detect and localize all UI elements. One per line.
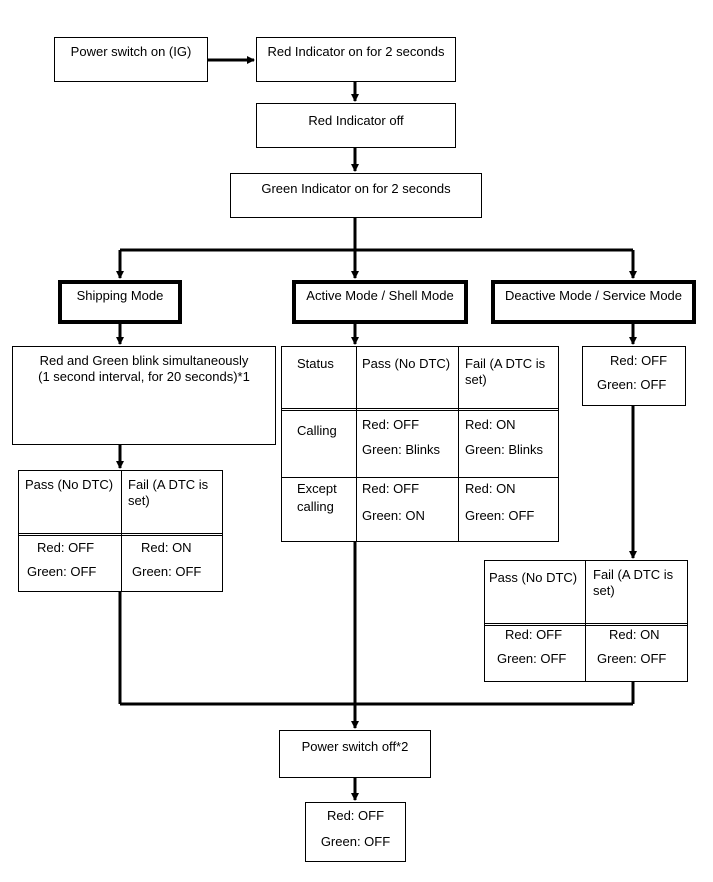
active-row1-pass-red: Red: OFF (362, 417, 420, 432)
deactive-mode-box: Deactive Mode / Service Mode (491, 280, 696, 324)
active-row1-pass-green: Green: Blinks (362, 442, 441, 457)
blink-line-1: Red and Green blink simultaneously (39, 353, 249, 368)
final-status-box: Red: OFF Green: OFF (305, 802, 406, 862)
shipping-fail-header-2: set) (128, 493, 150, 508)
shipping-pass-red: Red: OFF (37, 540, 95, 555)
red-off-label: Red Indicator off (308, 113, 404, 128)
shipping-result-table: Pass (No DTC) Fail (A DTC is set) Red: O… (18, 470, 223, 592)
power-on-label: Power switch on (IG) (70, 44, 192, 59)
active-fail-header-1: Fail (A DTC is (465, 356, 546, 371)
green-on-label: Green Indicator on for 2 seconds (261, 181, 451, 196)
deactive-green: Green: OFF (597, 377, 667, 392)
active-row1-fail-red: Red: ON (465, 417, 516, 432)
shipping-pass-green: Green: OFF (27, 564, 97, 579)
active-mode-box: Active Mode / Shell Mode (292, 280, 468, 324)
active-row2-fail-red: Red: ON (465, 481, 516, 496)
active-fail-header-2: set) (465, 372, 487, 387)
active-row2-pass-red: Red: OFF (362, 481, 420, 496)
red-on-box: Red Indicator on for 2 seconds (256, 37, 456, 82)
deactive-fail-header-1: Fail (A DTC is (593, 567, 674, 582)
deactive-pass-red: Red: OFF (505, 627, 563, 642)
red-on-label: Red Indicator on for 2 seconds (267, 44, 445, 59)
power-on-box: Power switch on (IG) (54, 37, 208, 82)
shipping-fail-red: Red: ON (141, 540, 192, 555)
active-row1-fail-green: Green: Blinks (465, 442, 544, 457)
active-row1-label: Calling (297, 423, 337, 438)
red-off-box: Red Indicator off (256, 103, 456, 148)
active-pass-header: Pass (No DTC) (362, 356, 451, 371)
shipping-fail-header-1: Fail (A DTC is (128, 477, 209, 492)
deactive-red: Red: OFF (610, 353, 668, 368)
deactive-status-box: Red: OFF Green: OFF (582, 346, 686, 406)
final-green: Green: OFF (320, 834, 391, 849)
deactive-fail-red: Red: ON (609, 627, 660, 642)
power-off-box: Power switch off*2 (279, 730, 431, 778)
green-on-box: Green Indicator on for 2 seconds (230, 173, 482, 218)
deactive-fail-green: Green: OFF (597, 651, 667, 666)
active-row2-label-2: calling (297, 499, 334, 514)
shipping-pass-header: Pass (No DTC) (25, 477, 114, 492)
deactive-pass-green: Green: OFF (497, 651, 567, 666)
active-row2-fail-green: Green: OFF (465, 508, 535, 523)
deactive-fail-header-2: set) (593, 583, 615, 598)
blink-line-2: (1 second interval, for 20 seconds)*1 (38, 369, 250, 384)
final-red: Red: OFF (326, 808, 385, 823)
active-row2-pass-green: Green: ON (362, 508, 425, 523)
active-mode-label: Active Mode / Shell Mode (306, 288, 454, 303)
shipping-mode-label: Shipping Mode (76, 288, 164, 303)
shipping-mode-box: Shipping Mode (58, 280, 182, 324)
active-status-header: Status (297, 356, 334, 371)
active-row2-label-1: Except (297, 481, 337, 496)
active-result-table: Status Pass (No DTC) Fail (A DTC is set)… (281, 346, 559, 542)
deactive-pass-header: Pass (No DTC) (489, 570, 578, 585)
power-off-label: Power switch off*2 (301, 739, 409, 754)
shipping-fail-green: Green: OFF (132, 564, 202, 579)
deactive-result-table: Pass (No DTC) Fail (A DTC is set) Red: O… (484, 560, 688, 682)
blink-box: Red and Green blink simultaneously (1 se… (12, 346, 276, 445)
deactive-mode-label: Deactive Mode / Service Mode (504, 288, 683, 303)
